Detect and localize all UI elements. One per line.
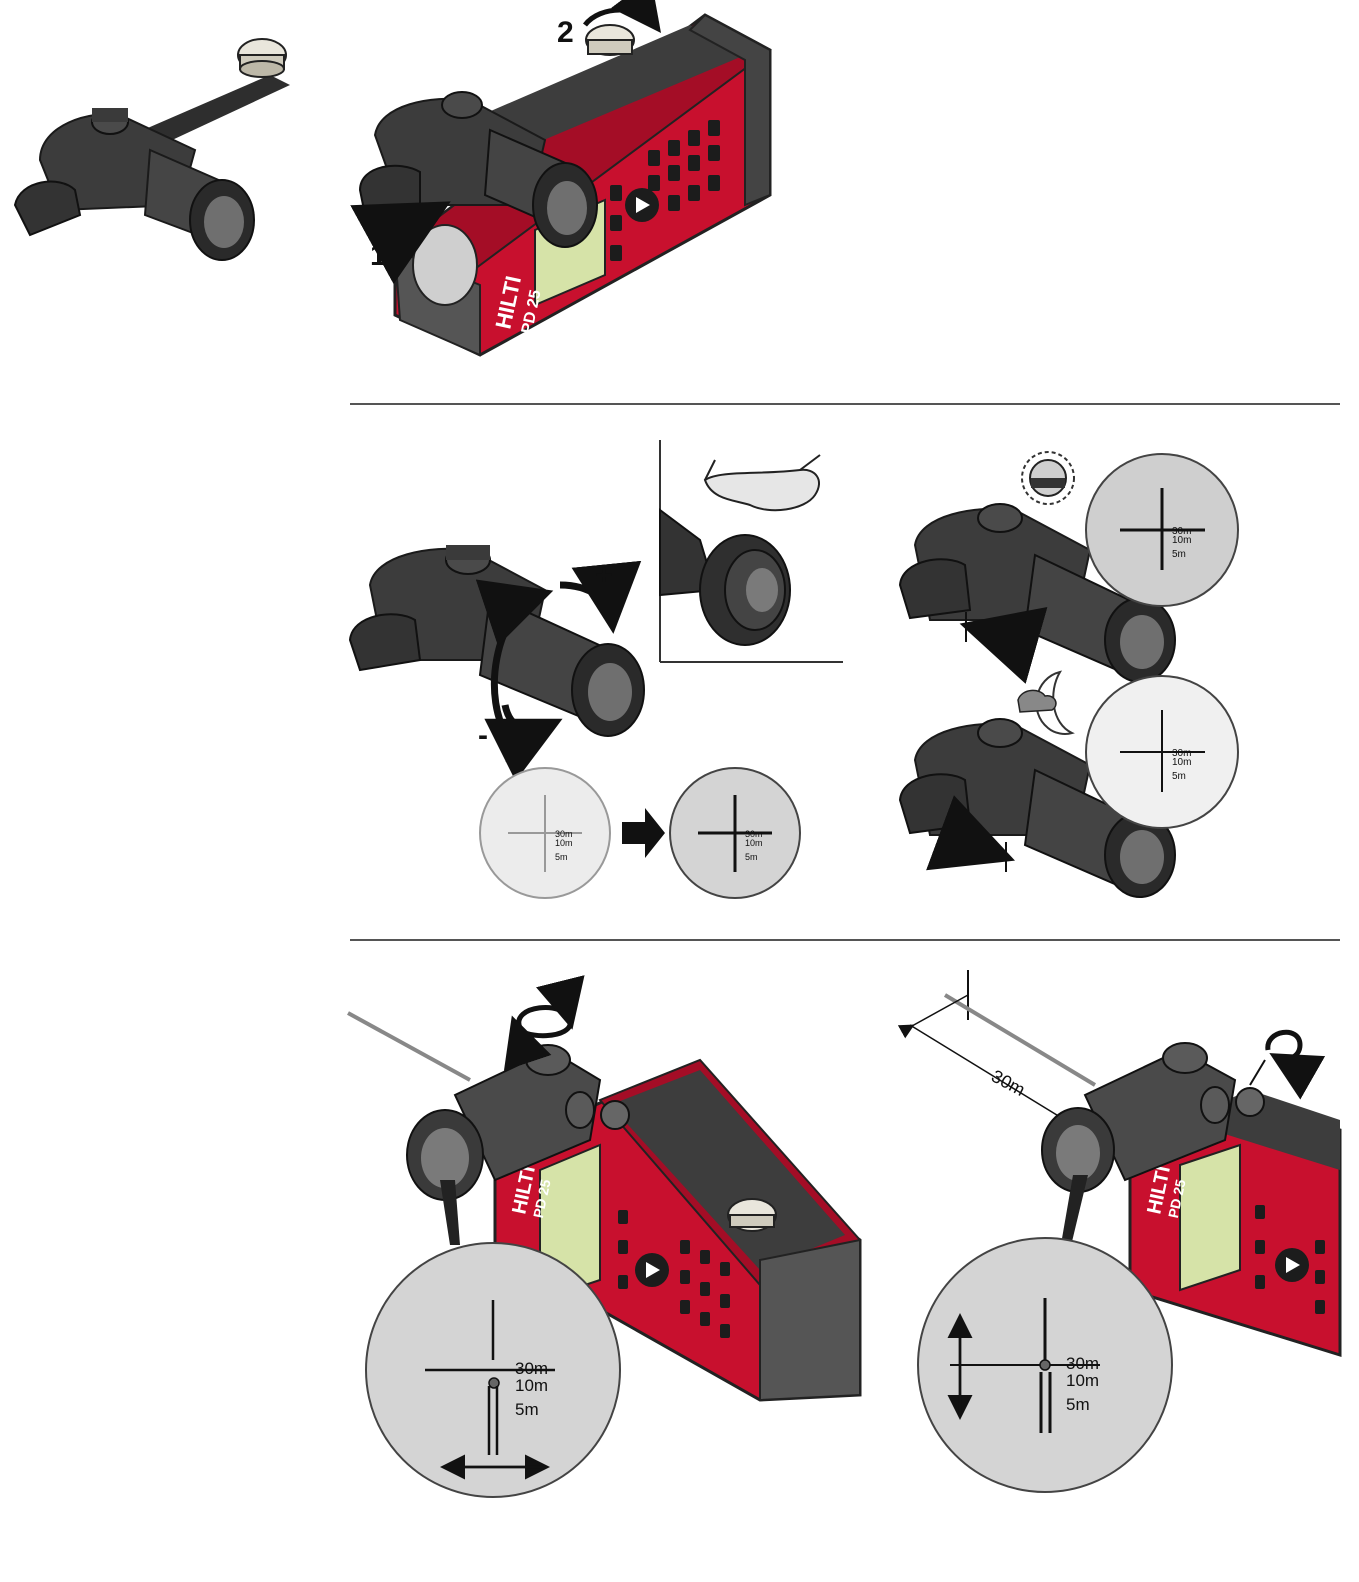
- focus-plus-label: +: [595, 559, 613, 592]
- reticle-blurred-30: 30m: [555, 829, 573, 839]
- reticle-sharp-10: 10m: [745, 838, 763, 848]
- scope-focus-adjust: + -: [348, 545, 645, 782]
- safety-glasses-icon: [703, 454, 821, 512]
- day-reticle-5: 5m: [1172, 549, 1186, 560]
- step-2-label: 2: [557, 16, 574, 49]
- day-reticle-10: 10m: [1172, 535, 1191, 546]
- distance-label: 30m: [988, 1066, 1028, 1100]
- model-label-right: PD 25: [1165, 1178, 1189, 1220]
- vertical-alignment: 30m HILTI PD 25: [897, 970, 1342, 1493]
- rotate-horizontal-icon: [516, 975, 585, 1030]
- step-1-label: 1: [370, 239, 387, 272]
- right-reticle-5: 5m: [1066, 1395, 1090, 1414]
- rotate-vertical-icon: [1265, 1029, 1326, 1100]
- night-reticle-10: 10m: [1172, 757, 1191, 768]
- night-mode: 30m 10m 5m: [898, 670, 1239, 898]
- night-slide-arrow-icon: [926, 795, 1015, 871]
- moon-cloud-icon: [1017, 670, 1075, 735]
- reticle-sharp-5: 5m: [745, 852, 758, 862]
- reticle-blurred-5: 5m: [555, 852, 568, 862]
- left-reticle-30: 30m: [515, 1359, 548, 1378]
- left-reticle-10: 10m: [515, 1376, 548, 1395]
- horizontal-alignment: HILTI PD 25 30m 10m 5m: [347, 975, 862, 1498]
- rotate-arrow-icon: [583, 0, 662, 33]
- right-reticle-30: 30m: [1066, 1354, 1099, 1373]
- push-arrow-icon: [350, 201, 451, 285]
- night-reticle-30: 30m: [1172, 748, 1191, 759]
- device-with-scope: HILTI PD 25 2 1: [350, 0, 772, 357]
- day-reticle-30: 30m: [1172, 526, 1191, 537]
- left-reticle-5: 5m: [515, 1400, 539, 1419]
- transition-arrow-icon: [622, 808, 665, 858]
- eyepiece-inset: [659, 440, 843, 663]
- focus-minus-label: -: [478, 719, 488, 752]
- day-mode: 30m 10m 5m: [898, 451, 1239, 684]
- sun-icon: [1021, 451, 1075, 505]
- right-reticle-10: 10m: [1066, 1371, 1099, 1390]
- reticle-sharp: 30m 10m 5m: [669, 767, 801, 899]
- model-label-left: PD 25: [530, 1178, 554, 1220]
- reticle-blurred: 30m 10m 5m: [479, 767, 611, 899]
- night-reticle-5: 5m: [1172, 771, 1186, 782]
- reticle-sharp-30: 30m: [745, 829, 763, 839]
- day-slide-arrow-icon: [959, 606, 1048, 684]
- scope-with-bracket: [13, 38, 290, 261]
- reticle-blurred-10: 10m: [555, 838, 573, 848]
